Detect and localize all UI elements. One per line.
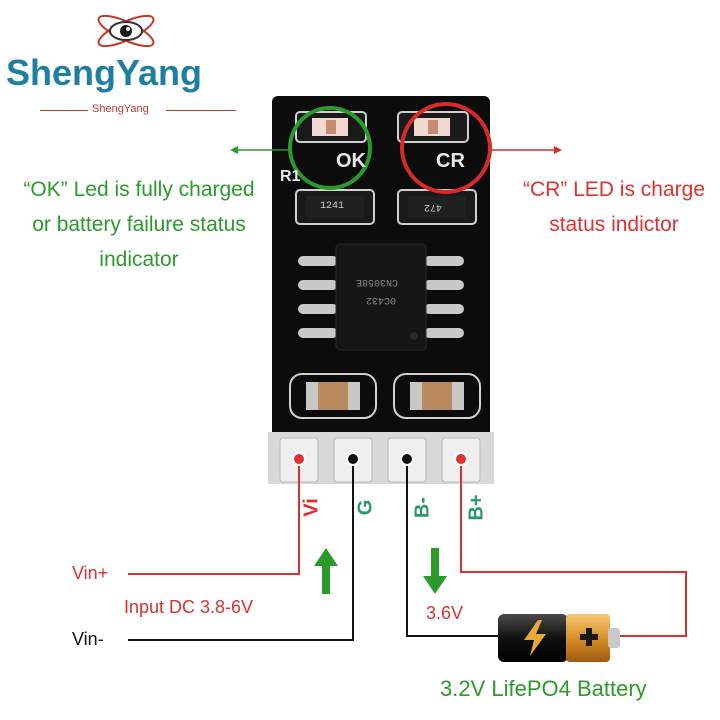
input-voltage-label: Input DC 3.8-6V (124, 597, 254, 617)
lightning-icon (524, 620, 546, 656)
ok-silk-label: OK (336, 150, 366, 172)
pin-label-g: G (354, 499, 377, 516)
battery-type-label: 3.2V LifePO4 Battery (440, 676, 647, 701)
brand-underline-left (40, 110, 88, 111)
brand-subname: ShengYang (92, 103, 149, 115)
chip-marking-2: 0C432 (366, 294, 397, 305)
up-arrow-icon (314, 548, 338, 594)
plus-icon (580, 628, 598, 646)
resistor-2-code: 472 (424, 201, 443, 212)
eye-logo-icon (97, 14, 155, 48)
battery-graphic (498, 614, 620, 662)
chip-marking-1: CN3058E (356, 276, 399, 287)
pin-label-vi: Vi (300, 498, 323, 517)
down-arrow-icon (423, 548, 447, 594)
pin-label-bminus: B- (411, 496, 434, 519)
brand-underline-right (166, 110, 236, 111)
pin-label-bplus: B+ (465, 494, 488, 521)
vin-minus-label: Vin- (72, 629, 104, 649)
cr-silk-label: CR (436, 150, 465, 172)
ok-led-note: “OK” Led is fully charged or battery fai… (23, 178, 255, 271)
battery-voltage-label: 3.6V (426, 603, 464, 623)
vin-plus-label: Vin+ (72, 563, 109, 583)
brand-name: ShengYang (6, 52, 203, 93)
r1-silk-label: R1 (280, 168, 301, 185)
resistor-1-code: 1241 (320, 201, 345, 212)
cr-led-note: “CR” LED is charge status indictor (522, 178, 706, 236)
